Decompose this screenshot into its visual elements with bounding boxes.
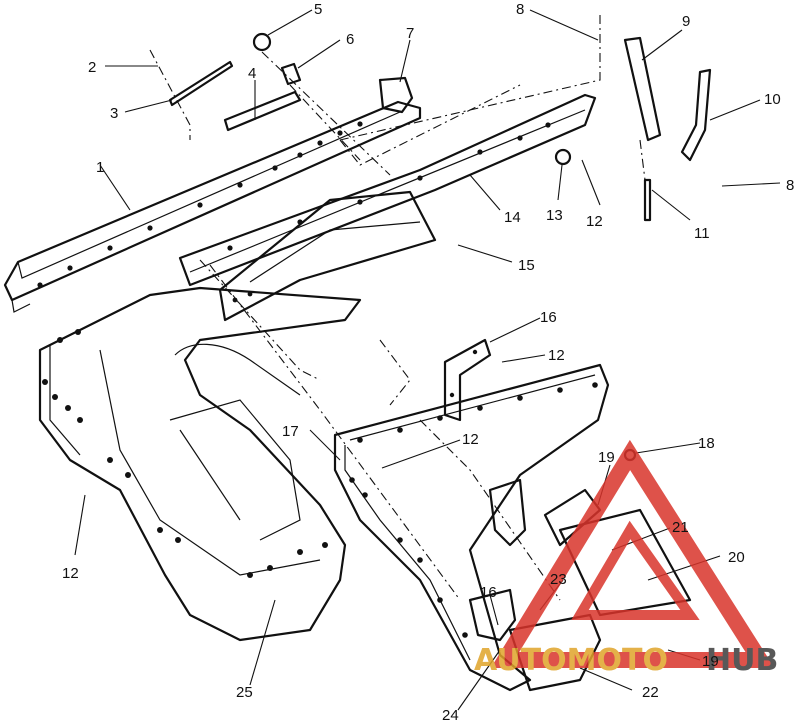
callout-2: 2	[88, 59, 96, 76]
callout-7: 7	[406, 25, 414, 42]
callout-8-right: 8	[786, 177, 794, 194]
part-1-channel-bar	[3, 100, 422, 313]
watermark-triangle-outer	[490, 439, 775, 668]
callout-22: 22	[642, 684, 659, 701]
part-4-plate	[223, 90, 302, 132]
callout-12-left: 12	[62, 565, 79, 582]
part-9-bracket	[623, 36, 662, 142]
part-5-nut	[252, 32, 272, 52]
callout-12-center: 12	[462, 431, 479, 448]
part-16-bracket-lower	[468, 588, 517, 642]
callout-16-lower: 16	[480, 584, 497, 601]
part-25-bottom-pan	[38, 286, 362, 642]
watermark-triangle-inner	[571, 520, 700, 620]
callout-21: 21	[672, 519, 689, 536]
callout-18: 18	[698, 435, 715, 452]
callout-19-upper: 19	[598, 449, 615, 466]
callout-24: 24	[442, 707, 459, 723]
part-3-strip	[168, 60, 234, 107]
callout-25: 25	[236, 684, 253, 701]
part-6-bolt	[280, 62, 302, 86]
callout-19-lower: 19	[702, 653, 719, 670]
callout-20: 20	[728, 549, 745, 566]
callout-11: 11	[694, 225, 710, 242]
callout-14: 14	[504, 209, 521, 226]
callout-5: 5	[314, 1, 322, 18]
assembly-centerlines	[149, 15, 646, 601]
callout-6: 6	[346, 31, 354, 48]
callout-15: 15	[518, 257, 535, 274]
part-20-plate	[558, 508, 692, 617]
callout-23: 23	[550, 571, 567, 588]
callout-16-upper: 16	[540, 309, 557, 326]
callout-10: 10	[764, 91, 781, 108]
callout-17: 17	[282, 423, 299, 440]
leader-lines	[74, 9, 781, 711]
watermark-brand-part1: AUTOMOTO	[474, 643, 668, 678]
part-13-nut	[554, 148, 572, 166]
callout-12-upper: 12	[586, 213, 603, 230]
callout-12-right: 12	[548, 347, 565, 364]
callout-9: 9	[682, 13, 690, 30]
watermark: AUTOMOTO HUB	[474, 439, 778, 678]
callout-13: 13	[546, 207, 563, 224]
callout-1: 1	[96, 159, 104, 176]
watermark-brand-part2: HUB	[706, 643, 778, 678]
part-11-pin	[643, 178, 652, 222]
callout-3: 3	[110, 105, 118, 122]
part-10-arm	[680, 68, 712, 162]
gusset-plate	[218, 190, 437, 322]
part-16-bracket-upper	[443, 338, 492, 422]
callout-8-top: 8	[516, 1, 524, 18]
callout-4: 4	[248, 65, 256, 82]
callout-labels: 1 2 3 4 5 6 7 8 8 9 10 11 12 12 12 12 13…	[62, 1, 794, 723]
